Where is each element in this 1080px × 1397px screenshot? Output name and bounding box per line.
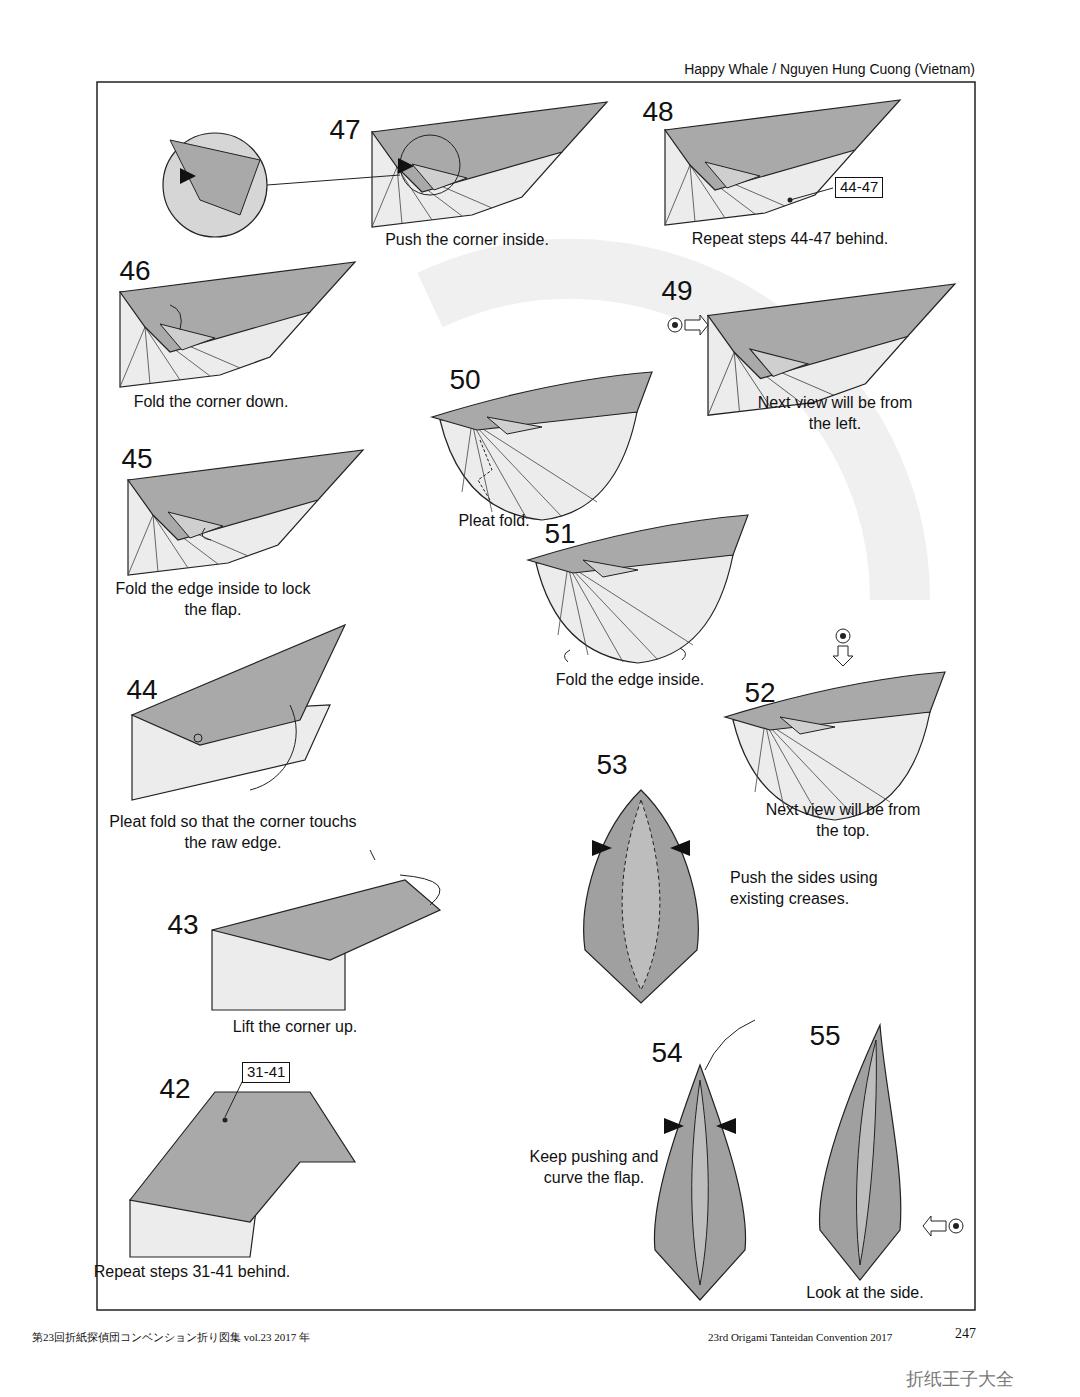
instruction-text: 折纸王子大全 [906, 1368, 1014, 1391]
instruction-text: Next view will be from the top. [758, 800, 928, 842]
instruction-text: 247 [955, 1325, 976, 1343]
step-number: 55 [809, 1018, 840, 1054]
instruction-text: Push the sides using existing creases. [730, 868, 890, 910]
step-number: 45 [121, 441, 152, 477]
page-title: Happy Whale / Nguyen Hung Cuong (Vietnam… [684, 60, 975, 78]
instruction-text: Push the corner inside. [385, 230, 549, 251]
step-number: 53 [596, 747, 627, 783]
step-number: 46 [119, 253, 150, 289]
instruction-text: Lift the corner up. [233, 1017, 358, 1038]
instruction-text: 第23回折紙探偵団コンベンション折り図集 vol.23 2017 年 [32, 1330, 310, 1344]
step-number: 48 [642, 94, 673, 130]
instruction-text: Next view will be from the left. [745, 393, 925, 435]
step-number: 47 [329, 112, 360, 148]
box-text: 44-47 [840, 178, 878, 195]
step-number: 54 [651, 1035, 682, 1071]
instruction-text: Fold the corner down. [134, 392, 289, 413]
instruction-text: 23rd Origami Tanteidan Convention 2017 [708, 1330, 892, 1344]
step-reference-box: 31-41 [242, 1062, 290, 1083]
step-number: 51 [544, 516, 575, 552]
step-number: 43 [167, 907, 198, 943]
step-number: 52 [744, 675, 775, 711]
step-number: 42 [159, 1071, 190, 1107]
step-number: 50 [449, 362, 480, 398]
step-reference-box: 44-47 [835, 177, 883, 198]
instruction-text: Pleat fold. [458, 511, 529, 532]
instruction-text: Look at the side. [806, 1283, 923, 1304]
step-number: 49 [661, 273, 692, 309]
step-number: 44 [126, 672, 157, 708]
instruction-text: Keep pushing and curve the flap. [529, 1147, 659, 1189]
instruction-text: Repeat steps 44-47 behind. [692, 229, 889, 250]
box-text: 31-41 [247, 1063, 285, 1080]
instruction-text: Repeat steps 31-41 behind. [92, 1262, 292, 1283]
instruction-text: Fold the edge inside. [556, 670, 705, 691]
instruction-text: Fold the edge inside to lock the flap. [113, 579, 313, 621]
instruction-text: Pleat fold so that the corner touchs the… [108, 812, 358, 854]
